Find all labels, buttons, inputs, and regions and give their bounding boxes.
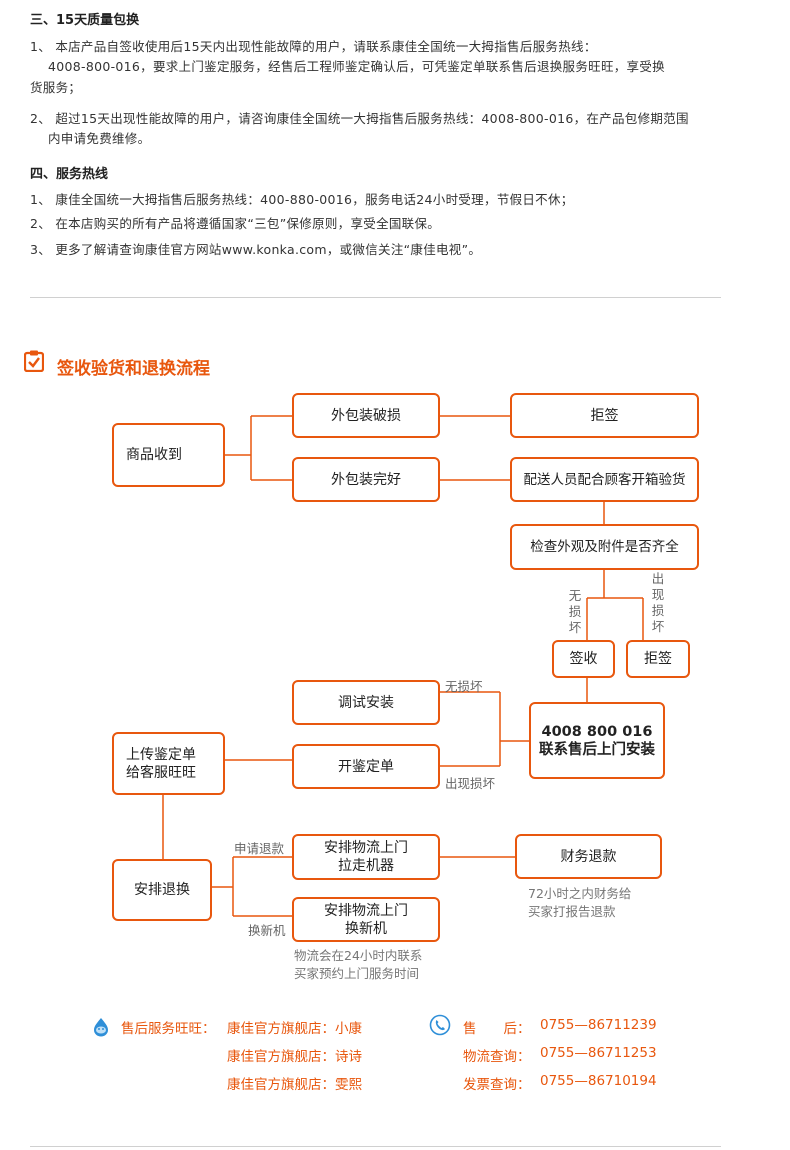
box-open-check-label: 配送人员配合顾客开箱验货 (523, 471, 686, 488)
label-apply-refund: 申请退款 (234, 841, 285, 856)
box-open-check: 配送人员配合顾客开箱验货 (510, 457, 699, 502)
invoice-phone: 0755—86710194 (540, 1073, 657, 1089)
section3-item2-line1: 2、 超过15天出现性能故障的用户，请咨询康佳全国统一大拇指售后服务热线：400… (30, 111, 689, 126)
section4-item3: 3、 更多了解请查询康佳官方网站www.konka.com，或微信关注“康佳电视… (30, 242, 482, 257)
note-refund-line2: 买家打报告退款 (528, 904, 616, 919)
logistics-label: 物流查询： (463, 1049, 531, 1065)
separator-bottom (30, 1146, 721, 1147)
flow-title: 签收验货和退换流程 (57, 359, 210, 379)
store-contact-1[interactable]: 康佳官方旗舰店：小康 (227, 1021, 362, 1037)
section4-item2: 2、 在本店购买的所有产品将遵循国家“三包”保修原则，享受全国联保。 (30, 216, 441, 231)
box-reject-2-label: 拒签 (644, 651, 672, 667)
invoice-label: 发票查询： (463, 1077, 531, 1093)
box-goods-received: 商品收到 (112, 423, 225, 487)
label-exchange: 换新机 (248, 923, 286, 938)
box-debug-install-label: 调试安装 (338, 694, 394, 711)
box-hotline-number: 4008 800 016 (541, 723, 653, 740)
store-contact-2[interactable]: 康佳官方旗舰店：诗诗 (227, 1049, 362, 1065)
clipboard-check-icon (24, 350, 44, 372)
box-upload-report-line1: 上传鉴定单 (126, 746, 196, 763)
box-issue-report-label: 开鉴定单 (338, 758, 394, 775)
box-reject-2: 拒签 (626, 640, 690, 678)
section3-item1-line2: 4008-800-016，要求上门鉴定服务，经售后工程师鉴定确认后，可凭鉴定单联… (48, 59, 665, 74)
box-arrange-return-label: 安排退换 (134, 882, 190, 898)
box-inspect-label: 检查外观及附件是否齐全 (530, 539, 679, 555)
box-inspect: 检查外观及附件是否齐全 (510, 524, 699, 570)
box-upload-report-line2: 给客服旺旺 (126, 764, 196, 781)
section3-item1-line1: 1、 本店产品自签收使用后15天内出现性能故障的用户，请联系康佳全国统一大拇指售… (30, 39, 597, 54)
box-reject-1-label: 拒签 (590, 407, 619, 424)
section3-item2-line2: 内申请免费维修。 (48, 131, 151, 146)
box-package-damaged-label: 外包装破损 (331, 407, 401, 424)
box-exchange: 安排物流上门 换新机 (292, 897, 440, 942)
section3-title: 三、15天质量包换 (30, 13, 140, 28)
box-reject-1: 拒签 (510, 393, 699, 438)
box-exchange-line2: 换新机 (345, 920, 387, 937)
label-no-damage-vertical: 无损坏 (568, 588, 582, 635)
box-exchange-line1: 安排物流上门 (324, 902, 408, 919)
label-no-damage: 无损坏 (445, 679, 483, 694)
store-contact-3[interactable]: 康佳官方旗舰店：雯熙 (227, 1077, 362, 1093)
box-debug-install: 调试安装 (292, 680, 440, 725)
logistics-phone: 0755—86711253 (540, 1045, 657, 1061)
box-package-damaged: 外包装破损 (292, 393, 440, 438)
section3-item1-line3: 货服务； (30, 80, 82, 95)
note-logistics-line1: 物流会在24小时内联系 (294, 948, 423, 963)
box-pickup-line2: 拉走机器 (338, 858, 394, 874)
section4-item1: 1、 康佳全国统一大拇指售后服务热线：400-880-0016，服务电话24小时… (30, 192, 574, 207)
wangwang-label: 售后服务旺旺： (121, 1021, 216, 1037)
wangwang-icon (94, 1018, 108, 1037)
label-damage: 出现损坏 (445, 776, 496, 791)
box-pickup-line1: 安排物流上门 (324, 840, 408, 856)
sales-phone: 0755—86711239 (540, 1017, 657, 1033)
box-upload-report: 上传鉴定单 给客服旺旺 (112, 732, 225, 795)
note-logistics-line2: 买家预约上门服务时间 (294, 966, 420, 981)
box-sign: 签收 (552, 640, 615, 678)
box-pickup: 安排物流上门 拉走机器 (292, 834, 440, 880)
separator-top (30, 297, 721, 298)
sales-label: 售 后： (463, 1021, 531, 1037)
phone-icon (429, 1014, 451, 1036)
box-refund: 财务退款 (515, 834, 662, 879)
box-hotline: 4008 800 016 联系售后上门安装 (529, 702, 665, 779)
box-arrange-return: 安排退换 (112, 859, 212, 921)
box-goods-received-label: 商品收到 (126, 447, 182, 463)
box-package-intact: 外包装完好 (292, 457, 440, 502)
section4-title: 四、服务热线 (30, 167, 109, 182)
box-issue-report: 开鉴定单 (292, 744, 440, 789)
label-damage-vertical: 出现损坏 (651, 571, 665, 634)
box-sign-label: 签收 (569, 651, 598, 667)
box-hotline-label: 联系售后上门安装 (539, 741, 655, 758)
box-package-intact-label: 外包装完好 (331, 471, 401, 488)
note-refund-line1: 72小时之内财务给 (528, 886, 632, 901)
box-refund-label: 财务退款 (560, 848, 617, 865)
